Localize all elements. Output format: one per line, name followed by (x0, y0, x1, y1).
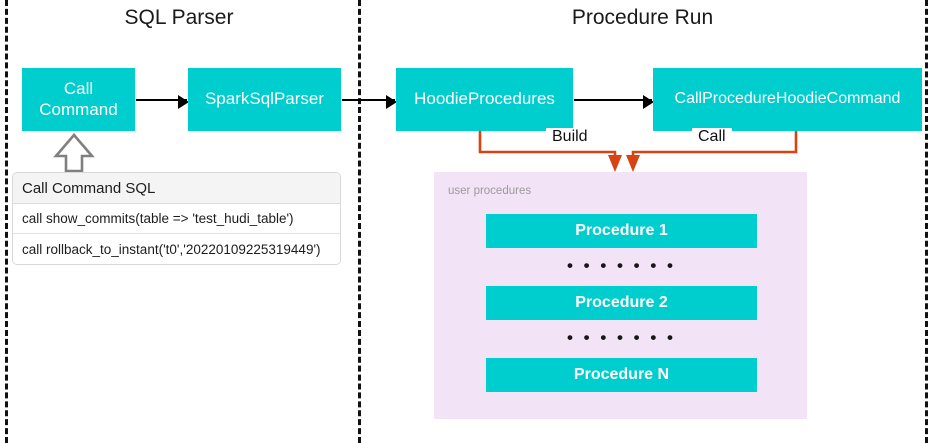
node-hoodie-procedures-label: HoodieProcedures (414, 89, 555, 109)
call-arrowhead (626, 155, 640, 172)
node-hoodie-procedures[interactable]: HoodieProcedures (396, 68, 573, 131)
call-command-sql-table: Call Command SQL call show_commits(table… (12, 172, 341, 265)
arrow-spark-sql-parser-to-hoodie-procedures (342, 95, 397, 109)
section-title-procedure-run: Procedure Run (571, 6, 714, 29)
sql-table-row: call show_commits(table => 'test_hudi_ta… (13, 204, 340, 234)
procedure-ellipsis-2: • • • • • • • (566, 328, 676, 347)
procedure-bar-2[interactable]: Procedure 2 (486, 286, 757, 320)
procedure-ellipsis-1: • • • • • • • (566, 256, 676, 275)
connector-label-build: Build (546, 128, 594, 146)
procedure-bar-2-label: Procedure 2 (575, 294, 668, 311)
section-title-sql-parser: SQL Parser (124, 6, 234, 29)
arrow-call-command-to-spark-sql-parser (136, 95, 189, 109)
arrow-hoodie-procedures-to-call-procedure-hoodie-command (574, 95, 654, 109)
divider-middle (358, 0, 361, 443)
sql-table-row: call rollback_to_instant('t0','202201092… (13, 234, 340, 264)
node-call-procedure-hoodie-command[interactable]: CallProcedureHoodieCommand (653, 68, 922, 131)
procedure-bar-1[interactable]: Procedure 1 (486, 214, 757, 248)
sql-table-header: Call Command SQL (13, 173, 340, 204)
procedure-bar-1-label: Procedure 1 (575, 222, 668, 239)
procedure-bar-n-label: Procedure N (573, 366, 670, 383)
node-call-procedure-hoodie-command-label: CallProcedureHoodieCommand (674, 90, 901, 108)
node-call-command[interactable]: Call Command (22, 68, 135, 131)
node-call-command-line1: Call (63, 79, 94, 99)
connector-label-call: Call (692, 128, 732, 146)
divider-right (925, 0, 928, 443)
procedure-bar-n[interactable]: Procedure N (486, 358, 757, 392)
user-procedures-label: user procedures (448, 185, 532, 197)
node-spark-sql-parser-label: SparkSqlParser (204, 89, 325, 109)
divider-left (5, 0, 8, 443)
build-arrowhead (608, 155, 622, 172)
node-spark-sql-parser[interactable]: SparkSqlParser (188, 68, 341, 131)
node-call-command-line2: Command (39, 99, 118, 119)
up-arrow-icon (53, 133, 95, 178)
